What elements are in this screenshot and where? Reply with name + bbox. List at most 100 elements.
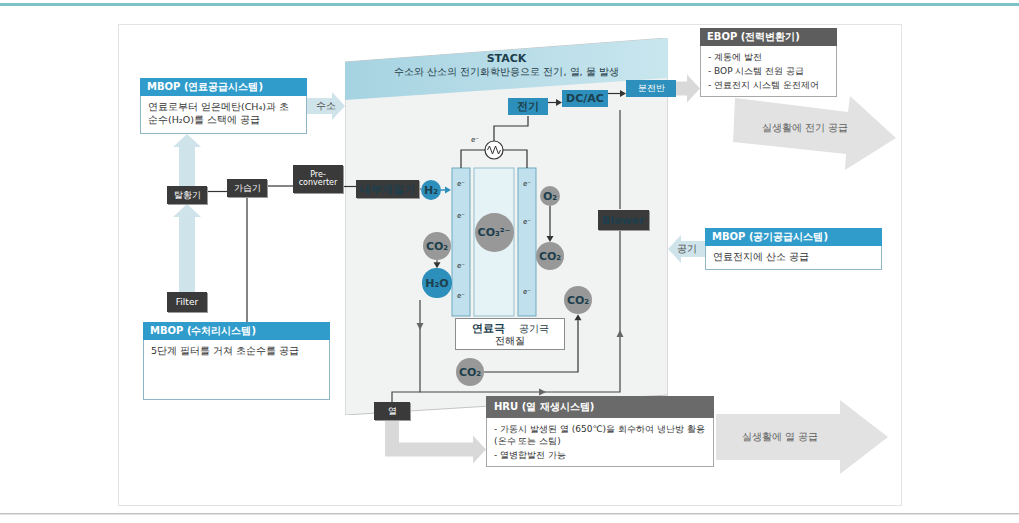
- circuit-wire: [494, 116, 528, 141]
- component-box: 탈황기: [167, 186, 207, 204]
- heading-text: MBOP (공기공급시스템): [705, 228, 882, 246]
- body-text: 탈황기: [174, 189, 201, 202]
- cathode-bar: [518, 168, 536, 316]
- anode-bar: [452, 168, 470, 316]
- connector-line: [246, 197, 247, 322]
- body-text: DC/AC: [566, 92, 604, 105]
- flow-arrowhead: [539, 389, 546, 396]
- body-text: CO₂: [426, 240, 448, 253]
- flow-arrowhead: [417, 323, 424, 330]
- connector-line: [549, 206, 550, 236]
- system-box: MBOP (공기공급시스템)연료전지에 산소 공급: [705, 228, 882, 270]
- body-text: CO₂: [459, 366, 481, 379]
- arrowhead: [173, 204, 201, 217]
- electron-label: e⁻: [523, 288, 531, 296]
- body-text: Pre- converter: [296, 171, 340, 188]
- connector-line: [436, 260, 437, 262]
- molecule-circle: CO₃²⁻: [475, 213, 514, 252]
- heat-line: [392, 392, 420, 402]
- heading-text: STACK: [375, 52, 638, 65]
- supply-arrow: [716, 400, 888, 474]
- component-box: 내부개질기: [356, 180, 419, 198]
- body-text: Blower: [602, 214, 645, 227]
- connector-line: [207, 191, 227, 192]
- component-box: Pre- converter: [293, 165, 343, 193]
- system-box: MBOP (수처리시스템)5단계 필터를 거쳐 초순수를 공급: [143, 322, 330, 400]
- electrolyte-bar: [474, 168, 514, 316]
- stack-panel-shape: [345, 38, 668, 415]
- body-text: CO₂: [567, 294, 589, 307]
- body-text: 수소와 산소의 전기화학반응으로 전기, 열, 물 발생: [375, 65, 638, 78]
- connector: [267, 186, 293, 187]
- connector-label: 공기: [675, 243, 699, 255]
- connector-line: [548, 102, 556, 103]
- connector: [173, 204, 201, 292]
- body-text: 연료로부터 얻은메탄(CH₄)과 초순수(H₂O)를 스택에 공급: [140, 96, 307, 134]
- body-text: CO₂: [539, 250, 561, 263]
- arrowhead: [173, 134, 201, 147]
- connector: [307, 92, 345, 120]
- connector-line: [343, 186, 356, 187]
- flow-arrowhead: [445, 187, 451, 194]
- body-text: 연료전지에 산소 공급: [705, 246, 882, 270]
- body-text: 분전반: [638, 82, 665, 95]
- system-box: EBOP (전력변환기)- 계통에 발전- BOP 시스템 전원 공급- 연료전…: [700, 28, 837, 97]
- frame: [119, 25, 902, 506]
- connector: [668, 235, 705, 263]
- body-text: 5단계 필터를 거쳐 초순수를 공급: [143, 340, 330, 400]
- supply-label: 실생활에 열 공급: [742, 430, 818, 444]
- arrowhead: [473, 436, 486, 464]
- component-box: Blower: [598, 210, 649, 230]
- flow-arrowhead: [617, 330, 624, 337]
- connector: [392, 420, 486, 464]
- connector-line: [676, 82, 687, 96]
- molecule-circle: H₂: [421, 180, 441, 200]
- body-text: - BOP 시스템 전원 공급: [700, 64, 837, 78]
- connector-line: [179, 147, 195, 186]
- molecule-circle: CO₂: [536, 242, 564, 270]
- resistor-zigzag: [488, 146, 501, 154]
- arrowhead: [687, 75, 700, 103]
- molecule-circle: CO₂: [423, 232, 451, 260]
- electron-label: e⁻: [457, 292, 465, 300]
- molecule-circle: CO₂: [456, 358, 484, 386]
- body-text: O₂: [543, 190, 557, 203]
- supply-label: 실생활에 전기 공급: [762, 121, 848, 135]
- body-text: 내부개질기: [360, 183, 415, 196]
- supply-arrow: [733, 96, 896, 170]
- stack-panel: STACK수소와 산소의 전기화학반응으로 전기, 열, 물 발생전기 DC/AC…: [345, 38, 668, 415]
- electrode-box: 연료극 공기극전해질: [455, 318, 565, 350]
- power-box: 전기: [508, 98, 548, 115]
- body-text: 전기: [517, 100, 539, 113]
- body-text: 전해질: [458, 335, 562, 347]
- component-box: 가습기: [227, 179, 267, 197]
- stack-band: [345, 38, 668, 100]
- body-text: 연료극: [472, 322, 505, 335]
- circuit-wire: [503, 150, 527, 168]
- molecule-circle: CO₂: [564, 286, 592, 314]
- power-box: 분전반: [626, 80, 676, 97]
- heading-text: EBOP (전력변환기): [700, 28, 837, 46]
- bottom-rule: [0, 513, 1019, 515]
- power-box: DC/AC: [562, 90, 608, 107]
- heading-text: MBOP (수처리시스템): [143, 322, 330, 340]
- electron-label: e⁻: [457, 212, 465, 220]
- system-box: HRU (열 재생시스템)- 가동시 발생된 열 (650℃)을 회수하여 냉난…: [486, 396, 714, 467]
- connector-line: [392, 420, 473, 450]
- resistor-symbol: [485, 141, 503, 159]
- connector: [173, 134, 201, 186]
- connector: [676, 75, 700, 103]
- connector: [207, 191, 227, 192]
- blower-line: [619, 110, 620, 209]
- body-text: Filter: [176, 297, 198, 307]
- system-box: MBOP (연료공급시스템)연료로부터 얻은메탄(CH₄)과 초순수(H₂O)를…: [140, 78, 307, 134]
- circuit-wire: [461, 150, 485, 168]
- component-box: Filter: [167, 292, 207, 312]
- electron-label: e⁻: [471, 136, 479, 144]
- heading-text: HRU (열 재생시스템): [486, 396, 714, 418]
- body-text: - 열병합발전 가능: [486, 448, 714, 467]
- connector-line: [179, 217, 195, 292]
- body-text: 공기극: [519, 322, 549, 335]
- component-box: 열: [374, 402, 410, 420]
